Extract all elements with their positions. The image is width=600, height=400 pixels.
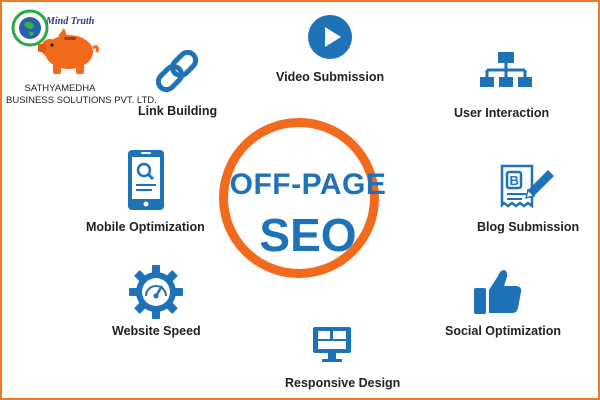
label-link-building: Link Building [138, 104, 218, 118]
mobile-search-icon [126, 148, 166, 217]
logo-tagline: Mind Truth [46, 16, 95, 27]
speedometer-icon [128, 264, 184, 325]
label-responsive-design: Responsive Design [285, 376, 401, 390]
label-blog-submission: Blog Submission [477, 220, 580, 234]
svg-text:B: B [510, 173, 519, 188]
center-ring [219, 118, 379, 278]
company-name-line1: SATHYAMEDHA [24, 83, 96, 94]
company-name-line2: BUSINESS SOLUTIONS PVT. LTD. [6, 95, 157, 106]
play-icon [307, 14, 353, 65]
chain-link-icon [150, 44, 204, 103]
hierarchy-icon [479, 50, 533, 103]
label-video-submission: Video Submission [276, 70, 385, 84]
center-title-line2: SEO [259, 209, 357, 261]
center-title-line1: OFF-PAGE [229, 168, 387, 201]
monitor-icon [311, 324, 353, 371]
blog-icon: B [498, 162, 558, 219]
label-user-interaction: User Interaction [454, 106, 550, 120]
label-social-optimization: Social Optimization [445, 324, 561, 338]
globe-logo-icon [10, 8, 50, 53]
label-website-speed: Website Speed [112, 324, 201, 338]
piggy-bank-icon [36, 26, 102, 83]
thumbs-up-icon [472, 266, 524, 323]
label-mobile-optimization: Mobile Optimization [86, 220, 205, 234]
